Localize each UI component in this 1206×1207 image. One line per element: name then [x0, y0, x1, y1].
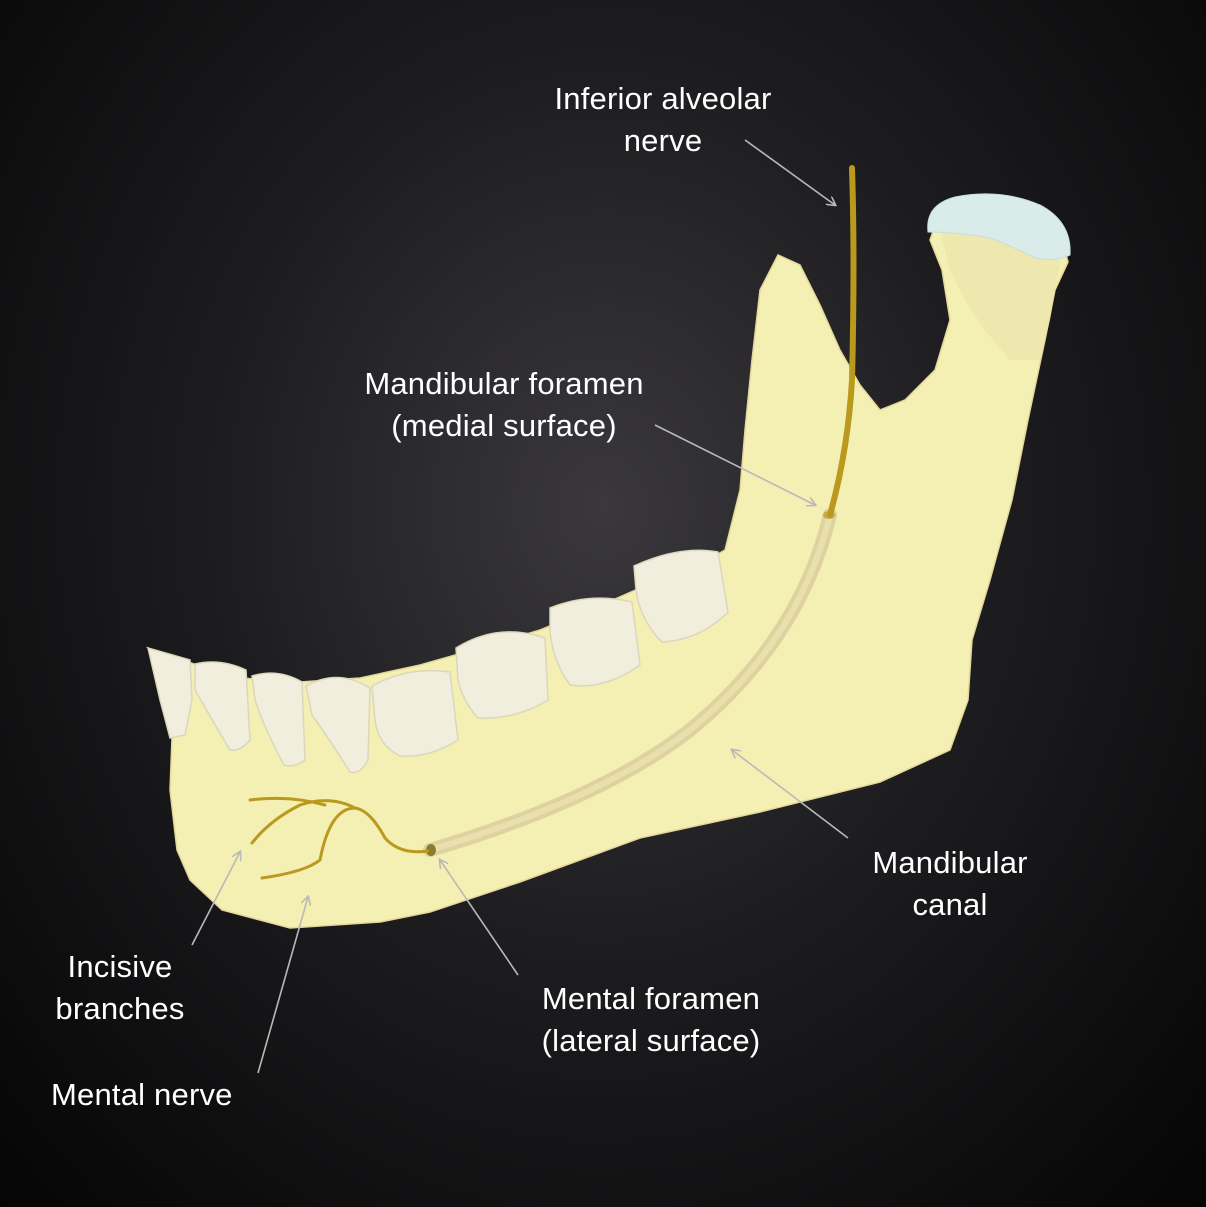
condyle-cartilage	[927, 193, 1071, 260]
label-inferior-alveolar-line2: nerve	[623, 123, 703, 158]
mandible-bone	[146, 199, 1069, 929]
mandibular-canal-inner	[427, 512, 833, 853]
label-incisive-branches: Incisive branches	[40, 946, 200, 1030]
label-mental-foramen-line2: (lateral surface)	[541, 1023, 761, 1058]
label-incisive-line1: Incisive	[67, 949, 173, 984]
incisive-branch-top	[248, 796, 327, 807]
incisor-1	[146, 646, 193, 739]
label-mandibular-canal-line2: canal	[912, 887, 988, 922]
canine	[251, 672, 306, 767]
incisor-2	[194, 661, 251, 752]
pointer-mental-nerve	[257, 897, 308, 1074]
label-incisive-line2: branches	[55, 991, 185, 1026]
pointer-mandibular-foramen	[654, 424, 815, 505]
mental-foramen-opening	[426, 844, 436, 856]
teeth	[146, 549, 729, 774]
pointer-lines	[191, 139, 849, 1074]
incisive-branch-upper	[250, 799, 357, 845]
label-mandibular-foramen: Mandibular foramen (medial surface)	[344, 363, 664, 447]
pointer-incisive-branches	[191, 852, 240, 946]
label-mandibular-canal: Mandibular canal	[856, 842, 1044, 926]
label-mandibular-canal-line1: Mandibular	[872, 845, 1028, 880]
inferior-alveolar-nerve	[827, 165, 857, 518]
label-inferior-alveolar-line1: Inferior alveolar	[554, 81, 772, 116]
pointer-mental-foramen	[440, 860, 519, 976]
premolar-1	[305, 676, 371, 774]
molar-1	[455, 631, 549, 719]
pointer-inferior-alveolar	[744, 139, 835, 205]
label-mental-foramen-line1: Mental foramen	[541, 981, 761, 1016]
label-mental-nerve-line1: Mental nerve	[51, 1077, 233, 1112]
label-mental-foramen: Mental foramen (lateral surface)	[524, 978, 778, 1062]
label-mandibular-foramen-line2: (medial surface)	[391, 408, 617, 443]
label-inferior-alveolar-nerve: Inferior alveolar nerve	[540, 78, 786, 162]
ramus-shadow	[940, 230, 1060, 360]
pointer-mandibular-canal	[732, 750, 849, 839]
molar-2	[549, 597, 641, 687]
premolar-2	[371, 669, 459, 757]
label-mandibular-foramen-line1: Mandibular foramen	[364, 366, 644, 401]
label-mental-nerve: Mental nerve	[51, 1074, 233, 1116]
molar-3	[633, 549, 729, 643]
